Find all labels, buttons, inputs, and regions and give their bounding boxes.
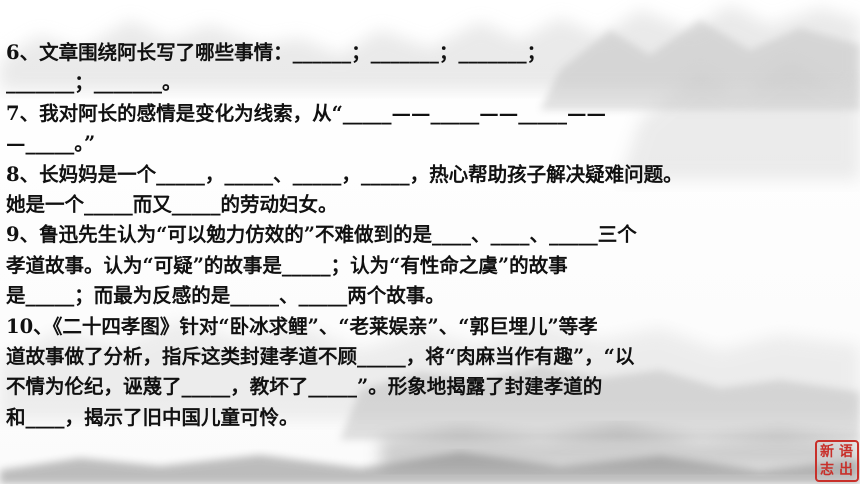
- question-10-line-2: 道故事做了分析，指斥这类封建孝道不顾_____，将“肉麻当作有趣”，“以: [6, 344, 635, 368]
- seal-char-3: 志: [820, 462, 834, 478]
- seal-char-1: 新: [820, 444, 834, 460]
- question-9-line-2: 孝道故事。认为“可疑”的故事是_____；认为“有性命之虞”的故事: [6, 253, 568, 277]
- question-10-line-4: 和____，揭示了旧中国儿童可怜。: [6, 405, 299, 429]
- question-10-line-1: 10、《二十四孝图》针对“卧冰求鲤”、“老莱娱亲”、“郭巨埋儿”等孝: [6, 314, 598, 338]
- seal-char-2: 语: [839, 444, 853, 460]
- question-6-line-1: 6、文章围绕阿长写了哪些事情：______；_______；_______；: [6, 41, 547, 64]
- seal-char-4: 出: [839, 462, 853, 478]
- question-7-line-1: 7、我对阿长的感情是变化为线索，从“_____——_____——_____——: [6, 101, 607, 125]
- question-8-line-2: 她是一个_____而又_____的劳动妇女。: [6, 192, 338, 216]
- question-8-line-1: 8、长妈妈是一个_____，_____、_____，_____，热心帮助孩子解决…: [6, 162, 683, 186]
- question-9-line-3: 是_____；而最为反感的是_____、_____两个故事。: [6, 284, 445, 308]
- seal-logo: 新 语 志 出: [815, 440, 859, 482]
- question-10-line-3: 不情为伦纪，诬蔑了_____，教坏了_____”。形象地揭露了封建孝道的: [6, 375, 603, 399]
- question-text-block: 6、文章围绕阿长写了哪些事情：______；_______；_______； _…: [6, 38, 856, 433]
- question-9-line-1: 9、鲁迅先生认为“可以勉力仿效的”不难做到的是____、____、_____三个: [6, 223, 637, 247]
- question-6-line-2: _______；_______。: [6, 71, 182, 95]
- question-7-line-2: —_____。”: [6, 132, 96, 156]
